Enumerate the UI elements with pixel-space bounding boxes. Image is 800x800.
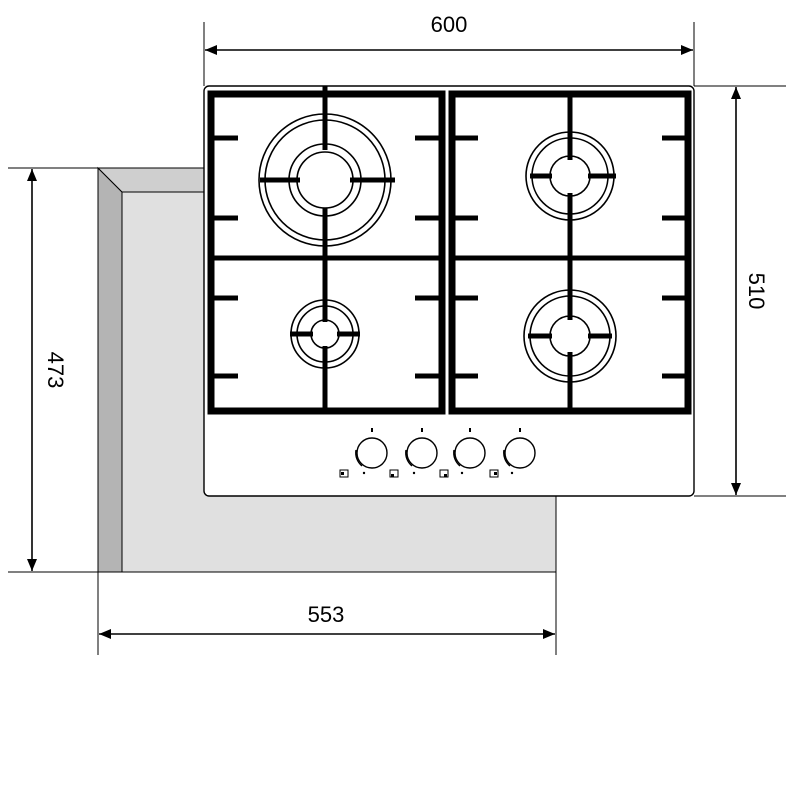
cutout-side-face — [97, 166, 123, 573]
dimension-hob-width: 600 — [203, 12, 695, 86]
dimension-cutout-width: 553 — [97, 572, 557, 655]
knob-4 — [489, 428, 536, 478]
dimension-hob-depth: 510 — [694, 85, 786, 497]
burner-position-icon — [339, 469, 349, 478]
knob-3 — [439, 428, 486, 478]
rapid-burner — [525, 131, 616, 221]
left-pan-support — [207, 86, 446, 415]
triple-crown-burner — [258, 113, 395, 247]
knob-2 — [389, 428, 438, 478]
hob — [203, 85, 695, 497]
knob-1 — [339, 428, 388, 478]
cutout-width-label: 553 — [308, 602, 345, 627]
semi-rapid-burner — [523, 289, 617, 383]
cutout-depth-label: 473 — [43, 352, 68, 389]
control-knobs — [339, 428, 536, 478]
burner-position-icon — [489, 469, 499, 478]
auxiliary-burner — [290, 299, 360, 369]
hob-depth-label: 510 — [744, 273, 769, 310]
hob-width-label: 600 — [431, 12, 468, 37]
dimension-cutout-depth: 473 — [8, 167, 98, 573]
